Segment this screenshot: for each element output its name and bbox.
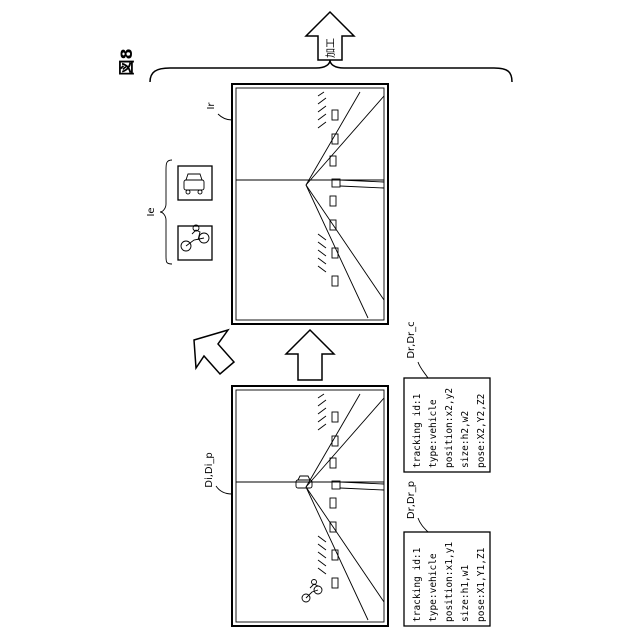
figure-label: 図8: [117, 48, 136, 75]
info-p-line: position:x1,y1: [444, 542, 455, 622]
leader-di: [216, 486, 232, 494]
label-ir: Ir: [206, 102, 217, 110]
info-c-line: pose:X2,Y2,Z2: [476, 394, 487, 468]
info-p-line: type:vehicle: [428, 553, 439, 622]
top-brace: [150, 60, 512, 82]
label-ie: Ie: [146, 207, 157, 216]
label-di-dip: Di,Di_p: [204, 452, 215, 487]
info-p-line: pose:X1,Y1,Z1: [476, 547, 487, 622]
info-c-line: tracking id:1: [412, 393, 423, 468]
leader-dr-p: [418, 518, 428, 532]
info-p-line: size:h1,w1: [460, 565, 471, 622]
label-dr-drp: Dr,Dr_p: [406, 481, 417, 519]
info-p-line: tracking id:1: [412, 547, 423, 622]
extracted-motorcycle-box: [178, 225, 212, 260]
leader-ir: [218, 114, 232, 120]
extracted-vehicle-box: [178, 166, 212, 200]
label-dr-drc: Dr,Dr_c: [406, 321, 417, 358]
arrow-diagonal: [194, 330, 234, 374]
leader-dr-c: [418, 362, 428, 378]
arrow-up-middle: [286, 330, 334, 380]
process-label: 加工: [325, 38, 337, 58]
brace-ie: [160, 160, 172, 264]
frame-di: [232, 386, 388, 626]
info-c-line: type:vehicle: [428, 399, 439, 468]
info-c-line: size:h2,w2: [460, 411, 471, 468]
info-c-line: position:x2,y2: [444, 388, 455, 468]
frame-ir: [232, 84, 388, 324]
